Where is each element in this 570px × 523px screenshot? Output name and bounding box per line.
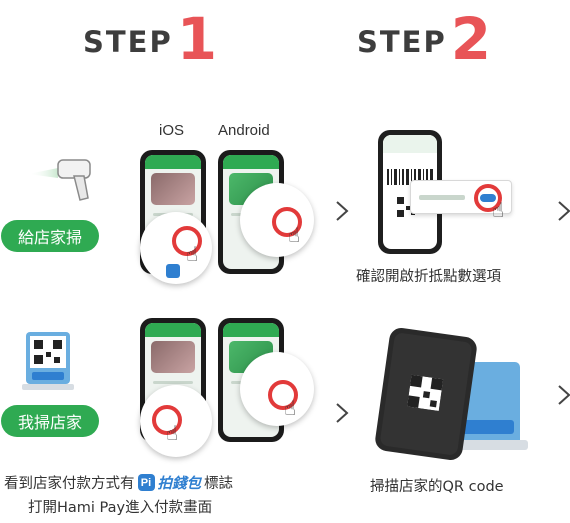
chevron-right-icon — [334, 200, 350, 222]
app-header — [383, 135, 437, 153]
android-label: Android — [218, 122, 270, 139]
scan-merchant-pill: 我掃店家 — [1, 405, 99, 437]
pi-badge: Pi — [137, 474, 155, 491]
pi-caption-prefix: 看到店家付款方式有 — [4, 476, 135, 492]
step2-word: STEP — [357, 25, 447, 59]
chevron-right-icon — [556, 200, 570, 222]
hand-tap-icon: ☝ — [166, 421, 179, 445]
android-zoom-circle: ☝ — [240, 352, 314, 426]
app-header — [223, 323, 279, 337]
barcode-scanner-icon — [28, 159, 91, 201]
step2-heading: STEP 2 — [357, 8, 491, 68]
merchant-stand-pi-band — [456, 420, 514, 434]
hand-tap-icon: ☝ — [288, 223, 301, 247]
pi-caption-suffix: 標誌 — [204, 476, 233, 492]
merchant-stand-base — [442, 440, 528, 450]
ios-zoom-circle: ☝ — [140, 385, 212, 457]
barcode-button-highlight — [272, 207, 302, 237]
scanning-phone — [373, 326, 479, 462]
pi-wallet-logo: Pi 拍錢包 — [137, 472, 202, 493]
payment-card — [151, 173, 195, 205]
toggle-highlight — [474, 184, 502, 212]
scan-button-highlight — [152, 405, 182, 435]
ios-label: iOS — [159, 122, 185, 139]
step1-number: 1 — [176, 5, 218, 73]
confirm-points-caption: 確認開啟折抵點數選項 — [356, 269, 501, 285]
hand-tap-icon: ☝ — [284, 396, 297, 420]
pi-wallet-stand-icon — [22, 332, 74, 390]
step1-heading: STEP 1 — [83, 8, 217, 68]
chevron-right-icon — [556, 384, 570, 406]
android-zoom-circle: ☝ — [240, 183, 314, 257]
payment-card — [151, 341, 195, 373]
pi-wallet-caption-line2: 打開Hami Pay進入付款畫面 — [28, 500, 213, 516]
scan-qr-caption: 掃描店家的QR code — [370, 479, 504, 495]
pi-wallet-caption-line1: 看到店家付款方式有 Pi 拍錢包 標誌 — [4, 472, 233, 493]
qr-code-icon — [407, 374, 444, 411]
ios-zoom-circle: ☝ — [140, 212, 212, 284]
merchant-scan-pill: 給店家掃 — [1, 220, 99, 252]
scanning-screen — [379, 332, 473, 456]
hand-tap-icon: ☝ — [492, 198, 505, 222]
text-line — [153, 381, 193, 384]
callout-text-line — [419, 195, 465, 200]
barcode-button-highlight — [172, 226, 202, 256]
app-header — [145, 323, 201, 337]
step2-number: 2 — [450, 5, 492, 73]
toggle-icon — [480, 194, 496, 202]
app-header — [223, 155, 279, 169]
barcode-icon — [387, 169, 433, 185]
scan-button-highlight — [268, 380, 298, 410]
pi-wallet-name: 拍錢包 — [157, 476, 202, 492]
step1-word: STEP — [83, 25, 173, 59]
hand-tap-icon: ☝ — [186, 242, 199, 266]
chevron-right-icon — [334, 402, 350, 424]
pi-badge-icon — [166, 264, 180, 278]
app-header — [145, 155, 201, 169]
